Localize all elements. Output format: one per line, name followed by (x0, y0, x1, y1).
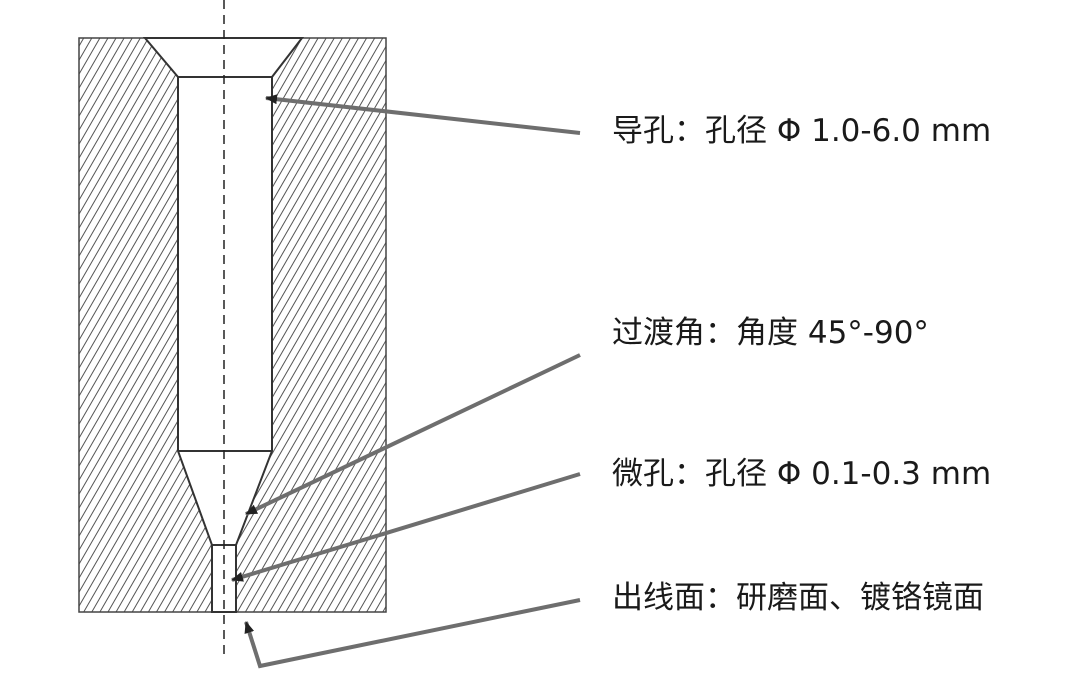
leader-transition-angle (245, 353, 581, 516)
leader-micro-hole (231, 472, 581, 582)
leader-guide-hole (265, 94, 581, 135)
die-hole-profile (142, 37, 305, 613)
guide-hole-label: 导孔：孔径 Φ 1.0-6.0 mm (612, 113, 992, 149)
transition-angle-label: 过渡角：角度 45°-90° (612, 315, 929, 351)
leader-exit-surface (244, 598, 581, 669)
exit-surface-label: 出线面：研磨面、镀铬镜面 (612, 580, 984, 616)
micro-hole-label: 微孔：孔径 Φ 0.1-0.3 mm (612, 456, 992, 492)
